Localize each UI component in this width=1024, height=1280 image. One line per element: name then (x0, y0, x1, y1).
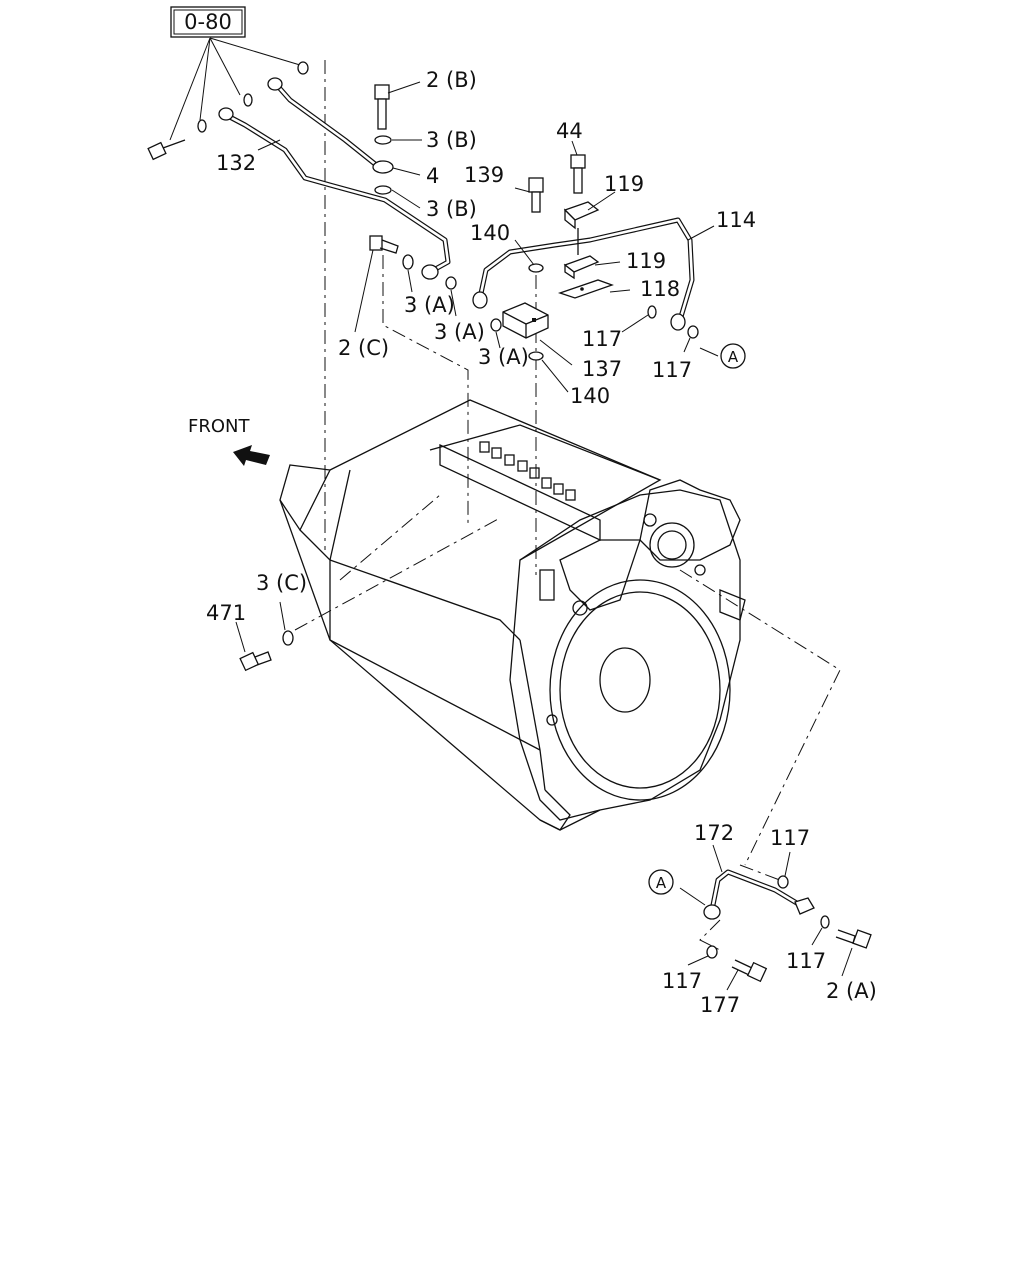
reference-box: 0-80 (170, 6, 246, 38)
label-3a-3: 3 (A) (478, 345, 529, 369)
label-172: 172 (694, 821, 734, 845)
bolt-44-clamps (557, 154, 614, 299)
label-3b-top: 3 (B) (426, 128, 477, 152)
label-4: 4 (426, 164, 439, 188)
callout-a-top-label: A (728, 348, 739, 366)
label-132: 132 (216, 151, 256, 175)
label-3b-bottom: 3 (B) (426, 197, 477, 221)
label-177: 177 (700, 993, 740, 1017)
label-139: 139 (464, 163, 504, 187)
label-117-a: 117 (582, 327, 622, 351)
label-2a: 2 (A) (826, 979, 877, 1003)
label-117-c: 117 (770, 826, 810, 850)
label-114: 114 (716, 208, 756, 232)
ref-box-leaders (169, 37, 301, 141)
label-3a-1: 3 (A) (404, 293, 455, 317)
part-labels: 2 (B) 3 (B) 4 3 (B) 132 2 (C) 3 (A) 3 (A… (206, 68, 877, 1017)
label-117-b: 117 (652, 358, 692, 382)
label-2c: 2 (C) (338, 336, 389, 360)
callout-a-top: A (720, 343, 746, 369)
bolt-2a (835, 929, 872, 949)
label-118: 118 (640, 277, 680, 301)
block-137 (502, 302, 549, 339)
label-140-bottom: 140 (570, 384, 610, 408)
bolt-2b-stack (372, 84, 394, 195)
pipe-172 (703, 869, 815, 920)
label-119-top: 119 (604, 172, 644, 196)
label-44: 44 (556, 119, 583, 143)
label-117-e: 117 (786, 949, 826, 973)
front-label: FRONT (188, 416, 250, 437)
reference-box-label: 0-80 (184, 10, 232, 34)
label-140-top: 140 (470, 221, 510, 245)
pipe-114 (472, 217, 695, 331)
front-arrow-icon (233, 445, 270, 466)
callout-a-bottom: A (648, 869, 674, 895)
label-3c: 3 (C) (256, 571, 307, 595)
engine-block-drawing (279, 399, 746, 831)
label-3a-2: 3 (A) (434, 320, 485, 344)
injector-row (479, 441, 576, 501)
bolt-139 (528, 177, 544, 213)
label-137: 137 (582, 357, 622, 381)
bolt-471 (239, 651, 272, 672)
label-117-d: 117 (662, 969, 702, 993)
bolt-177 (731, 959, 768, 983)
label-2b: 2 (B) (426, 68, 477, 92)
label-119-bottom: 119 (626, 249, 666, 273)
label-471: 471 (206, 601, 246, 625)
bolt-ref-box (147, 139, 186, 161)
callout-a-bottom-label: A (656, 874, 667, 892)
reference-lines (294, 60, 841, 951)
leader-lines (235, 81, 853, 991)
pipe-132 (218, 77, 451, 280)
bolt-2c (369, 235, 399, 254)
